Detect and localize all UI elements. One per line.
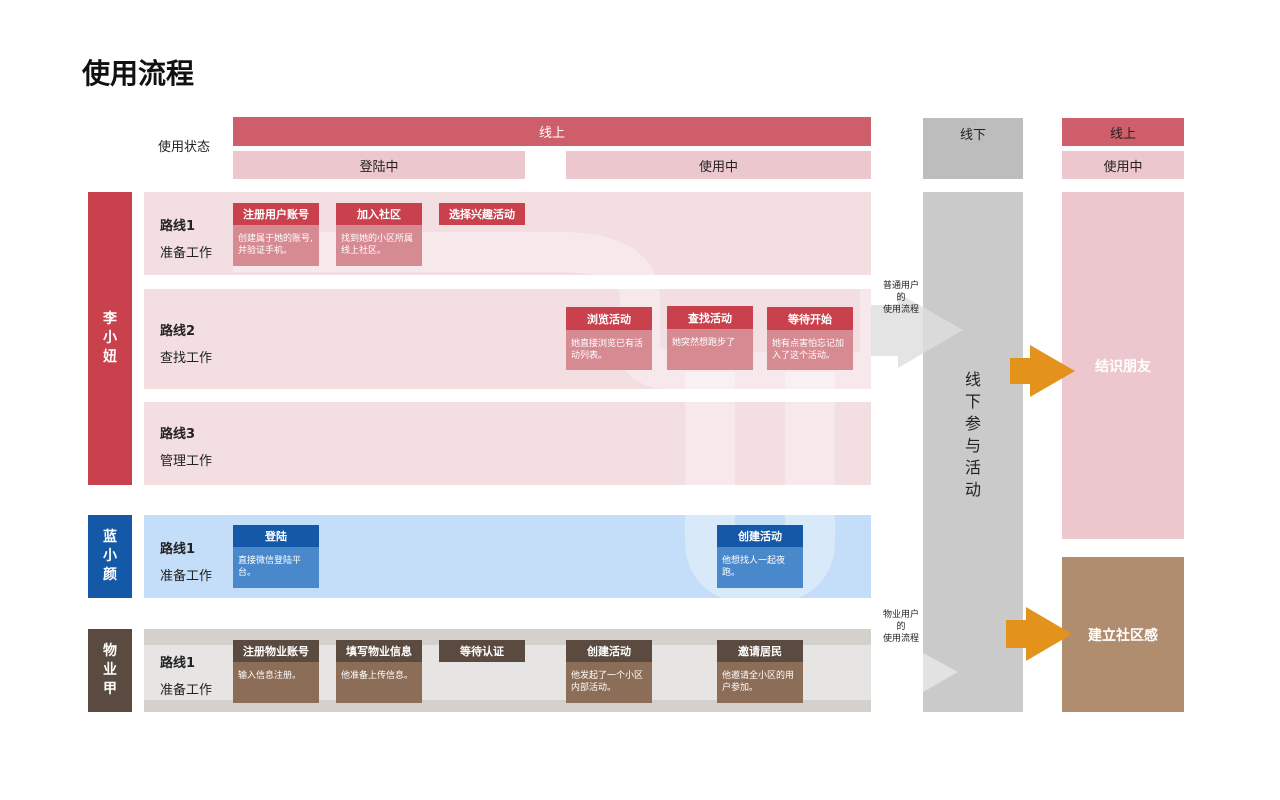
lane4-title: 路线1 — [160, 542, 196, 557]
lane2-sub: 查找工作 — [160, 351, 213, 366]
card-join-desc: 找到她的小区所属线上社区。 — [336, 225, 422, 266]
flow-label-normal: 普通用户 的 使用流程 — [876, 280, 926, 316]
lane5-title: 路线1 — [160, 656, 196, 671]
card-choose-title: 选择兴趣活动 — [439, 203, 525, 225]
card-find-desc: 她突然想跑步了 — [667, 329, 753, 370]
lane1-title: 路线1 — [160, 219, 196, 234]
lane3-title: 路线3 — [160, 427, 196, 442]
persona-lan-xiaoyan: 蓝小颜 — [88, 515, 132, 598]
persona-lan-xiaoyan-label: 蓝小颜 — [103, 529, 117, 583]
page-title: 使用流程 — [82, 57, 195, 90]
offline-activity-text: 线下参与活动 — [964, 370, 981, 499]
lane4-sub: 准备工作 — [160, 569, 213, 584]
flow-label-property-2: 的 — [896, 622, 906, 632]
normal-flow-arrow — [871, 293, 963, 368]
card-prop-fill-desc: 他准备上传信息。 — [336, 662, 422, 703]
card-prop-register-title: 注册物业账号 — [233, 640, 319, 662]
card-create-desc: 他想找人一起夜跑。 — [717, 547, 803, 588]
persona-li-xiaoniu: 李小妞 — [88, 192, 132, 485]
card-prop-invite-desc: 他邀请全小区的用户参加。 — [717, 662, 803, 703]
header-right-online: 线上 — [1062, 118, 1184, 146]
lane-li-route3 — [144, 402, 871, 485]
offline-activity-label: 线下参与活动 — [923, 320, 1023, 550]
header-right-in-use: 使用中 — [1062, 151, 1184, 179]
lane5-sub: 准备工作 — [160, 683, 213, 698]
persona-li-xiaoniu-label: 李小妞 — [103, 311, 117, 365]
flow-label-normal-3: 使用流程 — [882, 305, 919, 315]
card-browse-title: 浏览活动 — [566, 307, 652, 330]
card-join-title: 加入社区 — [336, 203, 422, 225]
result-community: 建立社区感 — [1062, 557, 1184, 712]
flow-label-property: 物业用户 的 使用流程 — [876, 609, 926, 645]
lane1-sub: 准备工作 — [160, 246, 213, 261]
result-make-friends-label: 结识朋友 — [1095, 358, 1151, 375]
orange-arrow-community — [1006, 607, 1072, 661]
header-offline: 线下 — [923, 118, 1023, 179]
card-login-title: 登陆 — [233, 525, 319, 547]
card-prop-create-title: 创建活动 — [566, 640, 652, 662]
header-online: 线上 — [233, 117, 871, 146]
card-prop-invite-title: 邀请居民 — [717, 640, 803, 662]
card-register-desc: 创建属于她的账号,并验证手机。 — [233, 225, 319, 266]
lane2-title: 路线2 — [160, 324, 196, 339]
lane3-sub: 管理工作 — [160, 454, 213, 469]
card-prop-register-desc: 输入信息注册。 — [233, 662, 319, 703]
card-browse-desc: 她直接浏览已有活动列表。 — [566, 330, 652, 370]
card-register-title: 注册用户账号 — [233, 203, 319, 225]
flow-label-normal-1: 普通用户 — [882, 281, 919, 291]
header-in-use: 使用中 — [566, 151, 871, 179]
header-logging-in: 登陆中 — [233, 151, 525, 179]
status-label: 使用状态 — [158, 140, 211, 155]
card-prop-create-desc: 他发起了一个小区内部活动。 — [566, 662, 652, 703]
flow-label-property-1: 物业用户 — [882, 610, 919, 620]
card-login-desc: 直接微信登陆平台。 — [233, 547, 319, 588]
card-wait-title: 等待开始 — [767, 307, 853, 330]
flow-label-normal-2: 的 — [896, 293, 906, 303]
result-community-label: 建立社区感 — [1088, 627, 1158, 644]
persona-wuye-jia-label: 物业甲 — [103, 643, 117, 697]
orange-arrow-friends — [1010, 345, 1075, 397]
result-make-friends: 结识朋友 — [1062, 192, 1184, 539]
card-wait-desc: 她有点害怕忘记加入了这个活动。 — [767, 330, 853, 370]
card-find-title: 查找活动 — [667, 306, 753, 329]
card-prop-fill-title: 填写物业信息 — [336, 640, 422, 662]
card-prop-wait-title: 等待认证 — [439, 640, 525, 662]
card-create-title: 创建活动 — [717, 525, 803, 547]
persona-wuye-jia: 物业甲 — [88, 629, 132, 712]
flow-label-property-3: 使用流程 — [882, 634, 919, 644]
